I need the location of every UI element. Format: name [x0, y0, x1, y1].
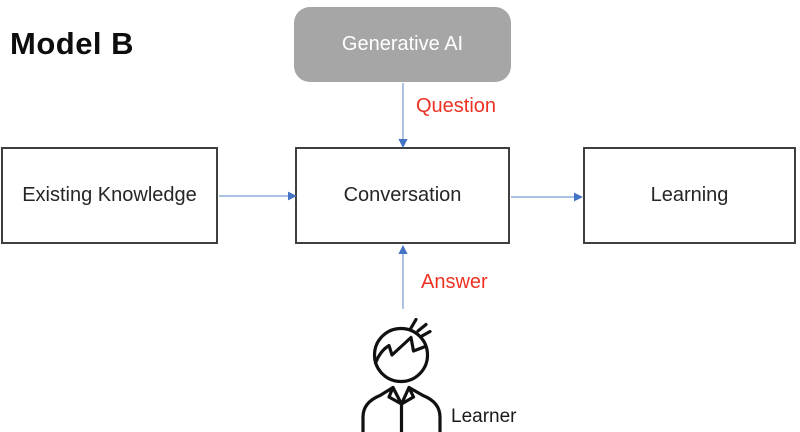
node-learning-label: Learning: [650, 184, 729, 206]
arrow-existing-to-conversation: [219, 191, 297, 201]
learner-label: Learner: [451, 406, 517, 427]
node-generative-ai-label: Generative AI: [341, 33, 464, 55]
arrow-question-down: [398, 83, 408, 148]
arrow-conversation-to-learning: [511, 192, 583, 202]
node-learning: Learning: [583, 147, 796, 244]
diagram-title: Model B: [10, 26, 135, 61]
edge-label-answer: Answer: [421, 271, 488, 293]
node-existing-knowledge: Existing Knowledge: [1, 147, 218, 244]
learner-icon: [361, 318, 442, 432]
arrow-answer-up: [398, 245, 408, 309]
node-existing-knowledge-label: Existing Knowledge: [22, 184, 197, 206]
node-conversation-label: Conversation: [343, 184, 462, 206]
node-generative-ai: Generative AI: [294, 7, 511, 82]
node-conversation: Conversation: [295, 147, 510, 244]
edge-label-question: Question: [416, 95, 497, 117]
